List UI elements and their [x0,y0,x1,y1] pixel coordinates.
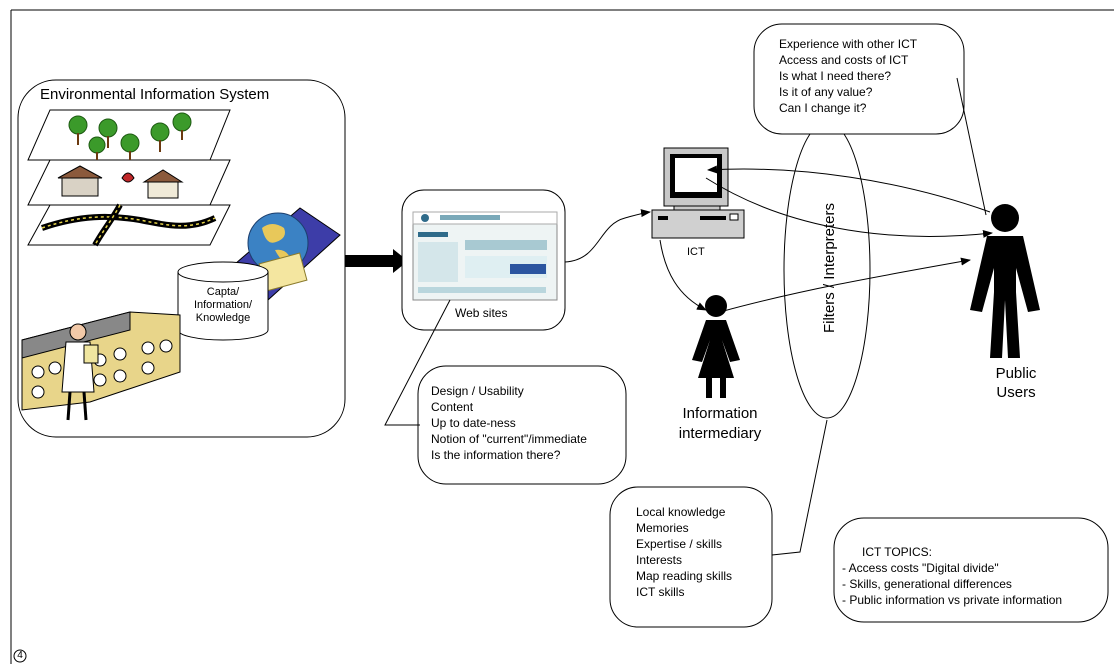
callout-local-line: Interests [636,553,683,567]
database-cylinder [177,261,269,341]
user-to-ict-arrow [707,165,991,213]
page-number-circle [13,649,27,663]
intermediary-label-line: Information [682,405,758,422]
database-label-line: Knowledge [195,312,251,324]
callout-web-line: Design / Usability [431,384,524,398]
ict-topics-item: - Skills, generational differences [842,577,1012,591]
houses-icon [57,165,184,199]
ict-to-intermediary-connector [659,239,707,311]
websites-label: Web sites [455,306,508,320]
ict-to-user-arrow [705,177,993,238]
callout-web-line: Content [431,400,474,414]
scientist-icon [61,323,99,421]
callout-public-line: Access and costs of ICT [779,53,909,67]
intermediary-figure-icon [692,295,740,398]
database-label-line: Capta/ [206,286,240,298]
callout-web-line: Is the information there? [431,448,561,462]
callout-web-line: Notion of "current"/immediate [431,432,587,446]
intermediary-label: Information intermediary [670,404,770,444]
callout-local-bubble [609,419,828,628]
callout-local-line: Local knowledge [636,505,726,519]
page-number: 4 [17,650,23,661]
callout-public-line: Is what I need there? [779,69,892,83]
public-users-label: Public Users [986,364,1046,402]
map-layers-illustration [27,109,231,247]
web-to-ict-connector [564,209,651,263]
callout-web-line: Up to date-ness [431,416,516,430]
filters-label: Filters / Interpreters [821,202,838,334]
roads-icon [41,203,217,247]
website-screenshot-icon [412,211,558,301]
callout-public-bubble [753,23,987,216]
callout-local-line: ICT skills [636,585,685,599]
ict-topics-bubble [833,517,1109,623]
callout-local-text: Local knowledge Memories Expertise / ski… [636,504,732,600]
callout-web-text: Design / Usability Content Up to date-ne… [431,383,587,463]
computer-icon [651,147,745,239]
ict-topics-item: - Access costs "Digital divide" [842,561,999,575]
callout-public-text: Experience with other ICT Access and cos… [779,36,917,116]
callout-local-line: Map reading skills [636,569,733,583]
ict-topics-text: ICT TOPICS: - Access costs "Digital divi… [842,544,1062,608]
callout-public-line: Experience with other ICT [779,37,918,51]
public-user-figure-icon [970,204,1040,358]
public-users-label-line: Public [995,365,1037,382]
callout-public-line: Is it of any value? [779,85,873,99]
ict-topics-heading: ICT TOPICS: [862,545,933,559]
callout-web-bubble [384,299,627,485]
callout-local-line: Expertise / skills [636,537,723,551]
eis-title: Environmental Information System [40,86,270,103]
trees-icon [68,112,192,160]
scientist-computer-illustration [21,311,181,421]
ict-topics-item: - Public information vs private informat… [842,593,1063,607]
public-users-label-line: Users [996,384,1036,401]
database-label-line: Information/ [193,299,253,311]
database-label: Capta/ Information/ Knowledge [188,286,258,325]
eis-to-web-arrow [345,249,408,273]
callout-public-line: Can I change it? [779,101,867,115]
ict-label: ICT [687,246,705,258]
intermediary-to-user-arrow [719,257,971,313]
callout-local-line: Memories [636,521,689,535]
intermediary-label-line: intermediary [678,425,762,442]
